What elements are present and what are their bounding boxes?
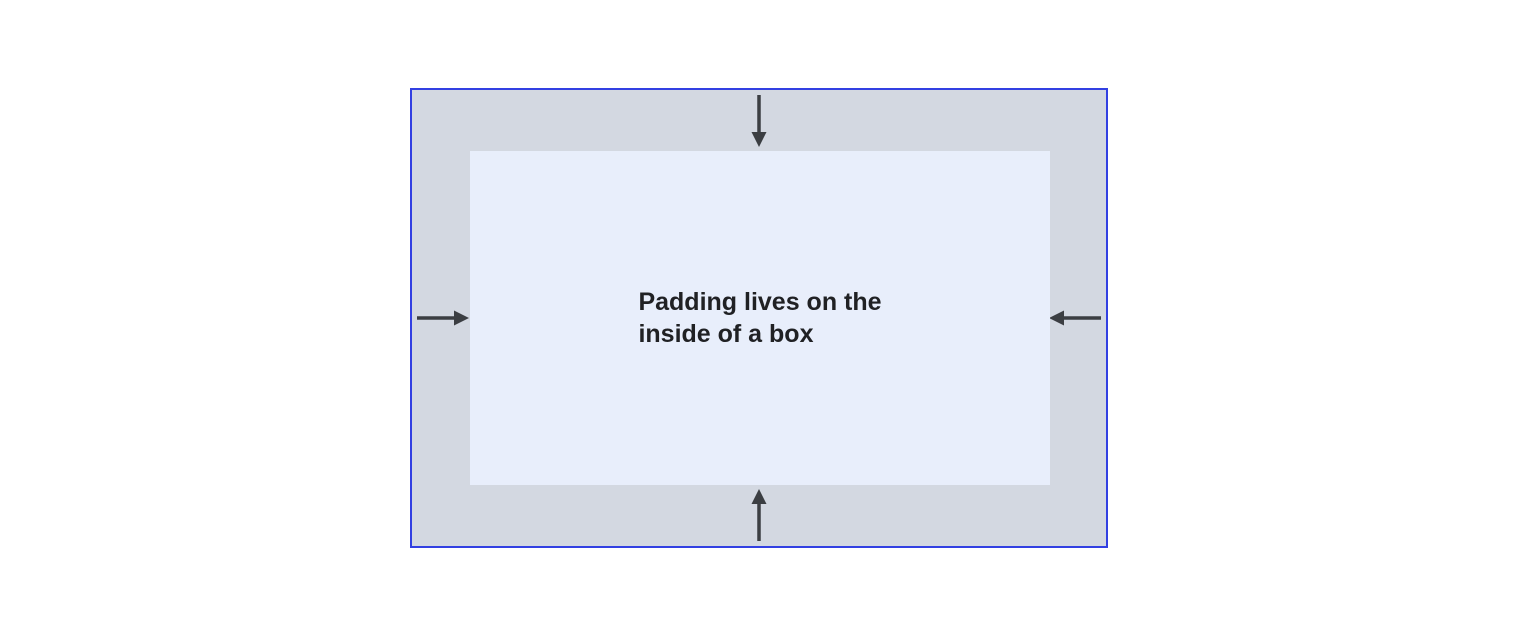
arrow-up-icon [750,489,768,541]
arrow-down-icon [750,95,768,147]
content-box: Padding lives on the inside of a box [470,151,1050,485]
arrow-right-icon [417,309,469,327]
padding-label: Padding lives on the inside of a box [638,288,882,348]
padding-box: Padding lives on the inside of a box [410,88,1108,548]
arrow-left-icon [1049,309,1101,327]
